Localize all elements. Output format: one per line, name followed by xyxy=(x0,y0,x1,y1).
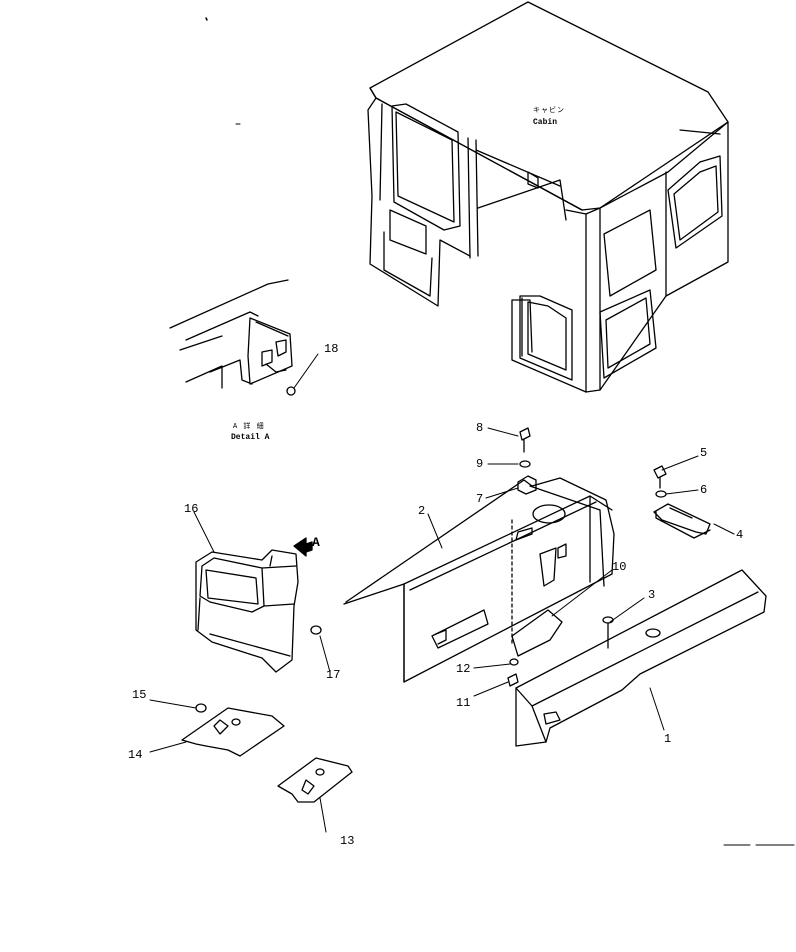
bolt-5-drawing xyxy=(653,465,667,489)
bracket-4-drawing xyxy=(653,503,711,539)
callout-3: 3 xyxy=(648,588,655,602)
detail-a-jp-label: A 詳 細 xyxy=(233,421,265,431)
callout-4: 4 xyxy=(736,528,743,542)
callout-5: 5 xyxy=(700,446,707,460)
callout-18: 18 xyxy=(324,342,338,356)
bolt-11-drawing xyxy=(507,673,519,687)
callout-2: 2 xyxy=(418,504,425,518)
washer-6-drawing xyxy=(655,490,667,498)
leader-lines xyxy=(149,353,735,833)
cabin-label: Cabin xyxy=(533,118,557,127)
callout-10: 10 xyxy=(612,560,626,574)
callout-14: 14 xyxy=(128,748,142,762)
detail-a-drawing xyxy=(169,279,293,389)
plate-14-drawing xyxy=(181,707,285,757)
cabin-jp-label: キャビン xyxy=(533,105,565,115)
bolt-8-drawing xyxy=(519,427,531,453)
pin-3-drawing xyxy=(602,616,614,649)
bracket-7-drawing xyxy=(517,475,537,495)
washer-17-drawing xyxy=(310,625,322,635)
callout-1: 1 xyxy=(664,732,671,746)
direction-arrow-a xyxy=(293,537,313,557)
callout-12: 12 xyxy=(456,662,470,676)
callout-17: 17 xyxy=(326,668,340,682)
nut-15-drawing xyxy=(195,703,207,713)
main-frame-drawing xyxy=(343,477,615,683)
callout-13: 13 xyxy=(340,834,354,848)
callout-9: 9 xyxy=(476,457,483,471)
callout-8: 8 xyxy=(476,421,483,435)
callout-16: 16 xyxy=(184,502,198,516)
washer-9-drawing xyxy=(519,460,531,468)
detail-a-label: Detail A xyxy=(231,433,270,442)
housing-16-drawing xyxy=(195,549,299,673)
side-frame-drawing xyxy=(515,569,767,747)
callout-7: 7 xyxy=(476,492,483,506)
callout-15: 15 xyxy=(132,688,146,702)
clip-18-drawing xyxy=(286,386,296,396)
callout-11: 11 xyxy=(456,696,470,710)
cabin-drawing xyxy=(367,1,729,393)
arrow-a-letter: A xyxy=(312,535,320,550)
callout-6: 6 xyxy=(700,483,707,497)
plate-13-drawing xyxy=(277,757,353,803)
nut-12-drawing xyxy=(509,658,519,666)
